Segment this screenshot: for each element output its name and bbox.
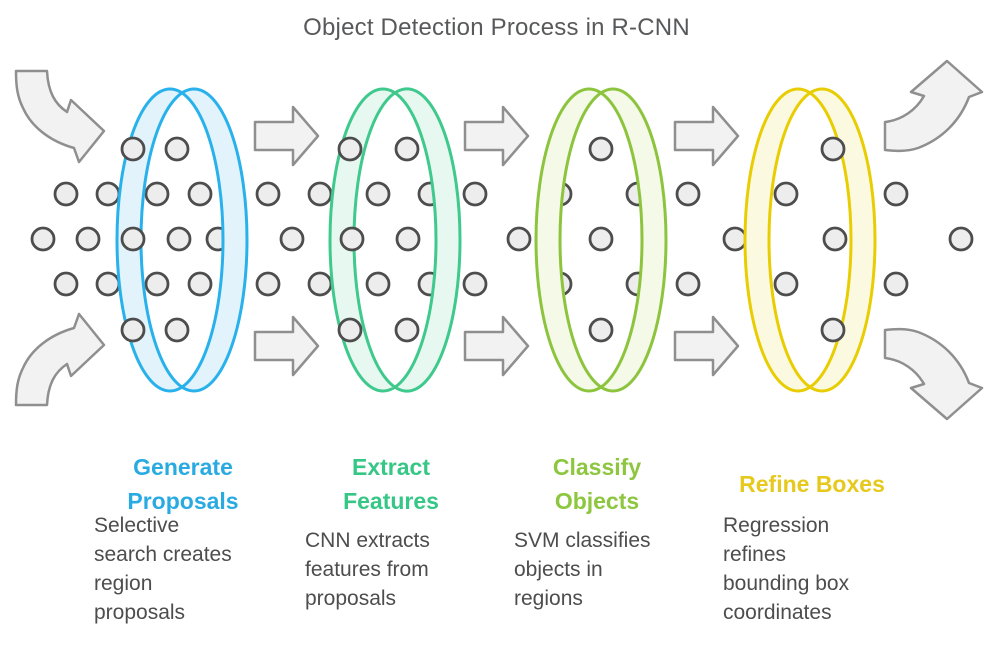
input-arrow-bottom-icon [14, 312, 106, 407]
feature-dot [394, 317, 420, 343]
feature-dot [883, 271, 909, 297]
feature-dot [820, 317, 846, 343]
stage-description-refine-boxes: Regression refines bounding box coordina… [723, 514, 850, 624]
feature-dot [255, 271, 281, 297]
flow-arrow-icon [253, 105, 320, 167]
feature-dot [187, 181, 213, 207]
stage-heading-generate-proposals: Generate Proposals [127, 454, 239, 514]
stage-heading-refine-boxes: Refine Boxes [739, 471, 885, 497]
feature-dot [506, 226, 532, 252]
feature-dot [30, 226, 56, 252]
stage-heading-classify-objects: Classify Objects [552, 454, 642, 514]
diagram-title: Object Detection Process in R-CNN [303, 14, 690, 41]
feature-dot [365, 271, 391, 297]
feature-dot [773, 271, 799, 297]
stage-description-classify-objects: SVM classifies objects in regions [514, 529, 651, 610]
feature-dot [365, 181, 391, 207]
feature-dot [279, 226, 305, 252]
input-arrow-top-icon [14, 69, 106, 164]
feature-dot [120, 317, 146, 343]
feature-dot [822, 226, 848, 252]
feature-dot [120, 136, 146, 162]
feature-dot [144, 271, 170, 297]
ring-classify-objects [534, 87, 668, 393]
ring-extract-features [328, 87, 462, 393]
feature-dot [394, 136, 420, 162]
feature-dot [307, 181, 333, 207]
stage-description-extract-features: CNN extracts features from proposals [305, 529, 430, 610]
feature-dot [307, 271, 333, 297]
feature-dots-foreground [120, 136, 846, 343]
feature-dot [675, 181, 701, 207]
feature-dot [675, 271, 701, 297]
feature-dot [95, 271, 121, 297]
flow-arrow-icon [463, 315, 530, 377]
ring-generate-proposals [115, 87, 249, 393]
flow-arrow-icon [673, 105, 740, 167]
flow-arrows [253, 105, 740, 377]
feature-dot [166, 226, 192, 252]
feature-dot [187, 271, 213, 297]
feature-dot [462, 181, 488, 207]
flow-arrow-icon [463, 105, 530, 167]
feature-dot [588, 136, 614, 162]
stage-heading-extract-features: Extract Features [343, 454, 439, 514]
output-arrow-top-icon [883, 59, 984, 153]
feature-dot [144, 181, 170, 207]
feature-dot [395, 226, 421, 252]
feature-dot [588, 226, 614, 252]
feature-dot [337, 136, 363, 162]
process-flow-graphic [14, 59, 984, 421]
output-arrow-bottom-icon [883, 327, 984, 421]
feature-dot [164, 136, 190, 162]
feature-dot [53, 181, 79, 207]
feature-dot [95, 181, 121, 207]
feature-dot [120, 226, 146, 252]
feature-dot [722, 226, 748, 252]
ring-refine-boxes [743, 87, 877, 393]
flow-arrow-icon [253, 315, 320, 377]
feature-dot [337, 317, 363, 343]
feature-dot [948, 226, 974, 252]
stage-description-generate-proposals: Selective search creates region proposal… [94, 514, 232, 624]
feature-dot [462, 271, 488, 297]
feature-dot [53, 271, 79, 297]
feature-dot [164, 317, 190, 343]
feature-dot [773, 181, 799, 207]
feature-dot [883, 181, 909, 207]
feature-dot [588, 317, 614, 343]
feature-dot [339, 226, 365, 252]
feature-dot [255, 181, 281, 207]
flow-arrow-icon [673, 315, 740, 377]
feature-dot [820, 136, 846, 162]
feature-dot [75, 226, 101, 252]
